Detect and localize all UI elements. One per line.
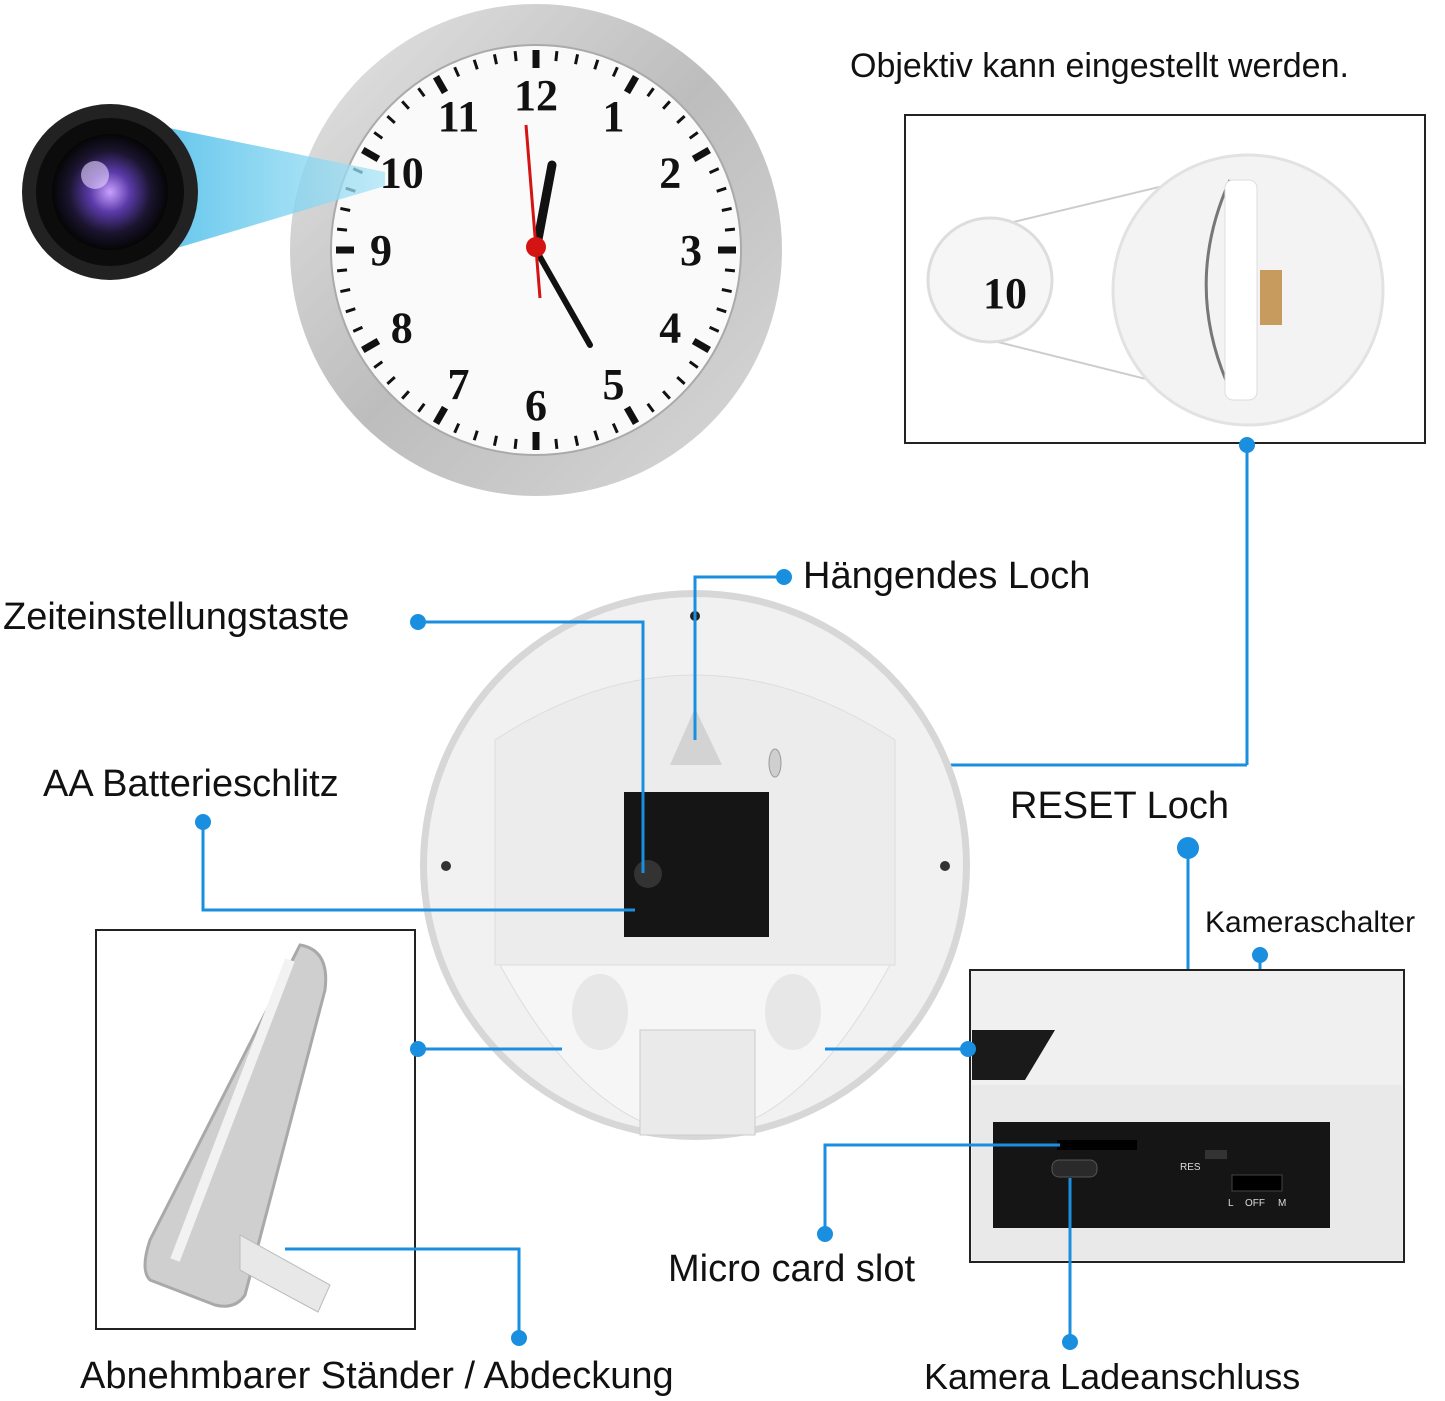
clock-tick bbox=[593, 430, 600, 441]
label-battery-slot: AA Batterieschlitz bbox=[43, 763, 339, 805]
svg-text:M: M bbox=[1278, 1198, 1286, 1209]
clock-tick bbox=[361, 146, 381, 163]
clock-number: 6 bbox=[525, 381, 547, 430]
clock-tick bbox=[623, 75, 640, 95]
micro-card-slot bbox=[1057, 1140, 1137, 1150]
second-hand bbox=[524, 124, 542, 299]
clock-tick bbox=[336, 268, 348, 273]
reset-button bbox=[768, 748, 782, 778]
clock-number: 4 bbox=[659, 304, 681, 353]
clock-tick bbox=[611, 422, 619, 434]
clock-tick bbox=[386, 376, 396, 385]
clock-tick bbox=[646, 87, 655, 98]
clock-tick bbox=[708, 167, 720, 175]
clock-number: 5 bbox=[603, 360, 625, 409]
clock-tick bbox=[352, 325, 364, 333]
clock-tick bbox=[373, 131, 384, 140]
minute-hand bbox=[533, 247, 593, 348]
stand-inset-image bbox=[143, 943, 331, 1313]
clock-tick bbox=[676, 376, 686, 385]
clock-tick bbox=[724, 268, 736, 273]
res-label: RES bbox=[1180, 1162, 1201, 1173]
front-clock: 12 12 3 45 6 78 9 10 11 bbox=[290, 4, 782, 496]
clock-tick bbox=[574, 54, 580, 65]
clock-center bbox=[526, 237, 546, 257]
clock-tick bbox=[691, 337, 711, 354]
clock-number: 7 bbox=[448, 360, 470, 409]
svg-text:OFF: OFF bbox=[1245, 1198, 1265, 1209]
port-inset-image: RES L OFF M bbox=[972, 1030, 1402, 1260]
clock-tick bbox=[611, 66, 619, 78]
svg-text:L: L bbox=[1228, 1198, 1234, 1209]
inset-lens-number: 10 bbox=[983, 269, 1027, 318]
clock-tick bbox=[492, 435, 498, 446]
clock-tick bbox=[401, 390, 410, 400]
clock-number: 2 bbox=[659, 149, 681, 198]
clock-tick bbox=[417, 402, 426, 413]
label-charging-port: Kamera Ladeanschluss bbox=[924, 1356, 1300, 1397]
label-micro-card: Micro card slot bbox=[668, 1248, 915, 1290]
clock-tick bbox=[361, 337, 381, 354]
clock-tick bbox=[554, 438, 559, 450]
clock-tick bbox=[453, 422, 461, 434]
clock-tick bbox=[386, 115, 396, 124]
label-hanging-hole: Hängendes Loch bbox=[803, 555, 1090, 597]
camera-lens-icon bbox=[22, 104, 198, 280]
clock-tick bbox=[513, 50, 518, 62]
label-reset-hole: RESET Loch bbox=[1010, 785, 1229, 827]
clock-tick bbox=[336, 227, 348, 232]
clock-tick bbox=[432, 405, 449, 425]
clock-tick bbox=[401, 100, 410, 110]
time-setting-knob bbox=[634, 860, 662, 888]
clock-tick bbox=[688, 131, 699, 140]
clock-tick bbox=[688, 360, 699, 369]
clock-tick bbox=[513, 438, 518, 450]
clock-tick bbox=[432, 75, 449, 95]
clock-number: 1 bbox=[603, 92, 625, 141]
lens-inset-image: 10 bbox=[926, 153, 1385, 427]
clock-number: 11 bbox=[438, 92, 480, 141]
clock-tick bbox=[574, 435, 580, 446]
clock-back bbox=[420, 590, 970, 1140]
clock-tick bbox=[721, 288, 732, 294]
clock-tick bbox=[554, 50, 559, 62]
usb-charging-port bbox=[1051, 1159, 1098, 1178]
clock-tick bbox=[646, 402, 655, 413]
label-time-button: Zeiteinstellungstaste bbox=[3, 596, 349, 638]
clock-tick bbox=[676, 115, 686, 124]
clock-tick bbox=[472, 59, 479, 70]
hour-hand bbox=[531, 160, 557, 255]
clock-tick bbox=[472, 430, 479, 441]
clock-tick bbox=[708, 325, 720, 333]
clock-tick bbox=[492, 54, 498, 65]
camera-switch bbox=[1231, 1174, 1283, 1192]
clock-tick bbox=[623, 405, 640, 425]
clock-number: 10 bbox=[380, 149, 424, 198]
clock-tick bbox=[716, 186, 727, 193]
clock-number: 8 bbox=[391, 304, 413, 353]
clock-tick bbox=[340, 288, 351, 294]
label-stand: Abnehmbarer Ständer / Abdeckung bbox=[80, 1355, 674, 1397]
label-camera-switch: Kameraschalter bbox=[1205, 906, 1415, 939]
clock-tick bbox=[716, 307, 727, 314]
clock-tick bbox=[340, 206, 351, 212]
clock-numbers: 12 12 3 45 6 78 9 10 11 bbox=[370, 71, 702, 430]
clock-tick bbox=[721, 206, 732, 212]
label-lens-adjust: Objektiv kann eingestellt werden. bbox=[850, 47, 1349, 85]
clock-tick bbox=[417, 87, 426, 98]
clock-tick bbox=[691, 146, 711, 163]
clock-tick bbox=[345, 307, 356, 314]
clock-tick bbox=[593, 59, 600, 70]
clock-tick bbox=[453, 66, 461, 78]
clock-number: 3 bbox=[680, 226, 702, 275]
clock-tick bbox=[724, 227, 736, 232]
clock-tick bbox=[662, 390, 671, 400]
clock-number: 12 bbox=[514, 71, 558, 120]
clock-tick bbox=[373, 360, 384, 369]
clock-ticks bbox=[336, 50, 736, 450]
clock-tick bbox=[662, 100, 671, 110]
clock-number: 9 bbox=[370, 226, 392, 275]
